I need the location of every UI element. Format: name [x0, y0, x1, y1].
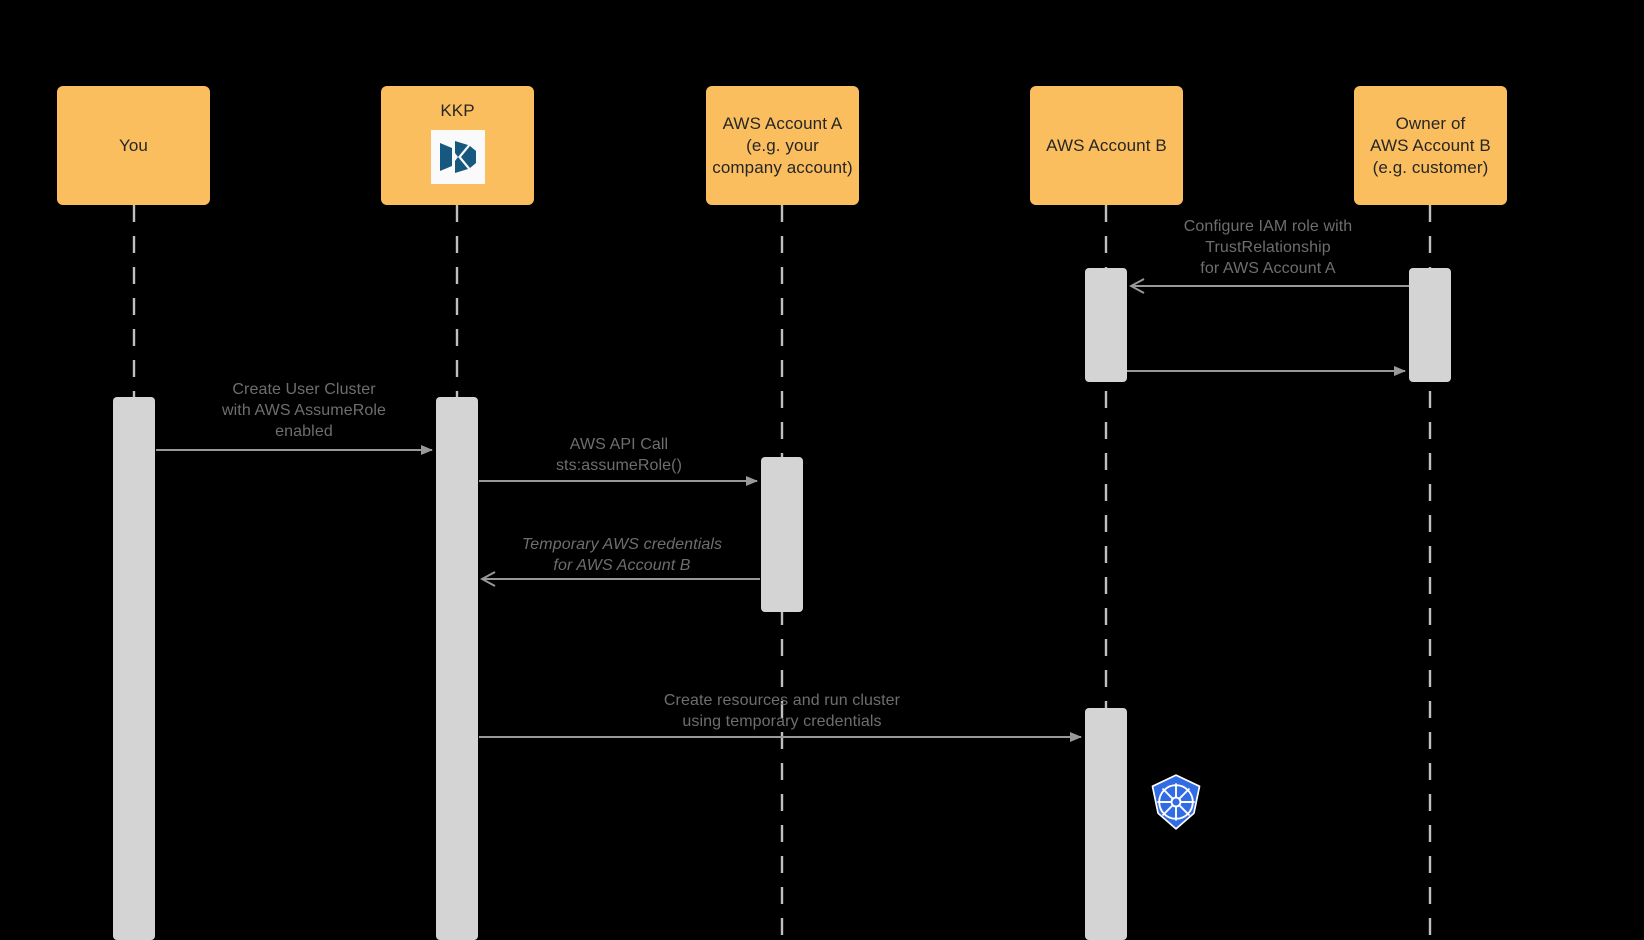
actor-label-owner-aws-account-b: Owner of AWS Account B (e.g. customer) [1370, 113, 1491, 177]
actor-label-aws-account-b: AWS Account B [1046, 135, 1167, 155]
actor-box-owner-aws-account-b[interactable]: Owner of AWS Account B (e.g. customer) [1354, 86, 1507, 205]
activations-group [113, 268, 1451, 940]
message-label-msg-create-user-cluster: Create User Cluster with AWS AssumeRole … [221, 381, 387, 440]
message-label-msg-sts-assumerole: AWS API Call sts:assumeRole() [555, 436, 683, 474]
actor-box-kkp[interactable]: KKP [381, 86, 534, 205]
activation-bar-owner-aws-account-b [1409, 268, 1451, 382]
actor-label-aws-account-a: AWS Account A (e.g. your company account… [712, 113, 853, 177]
message-label-msg-create-resources: Create resources and run cluster using t… [663, 692, 901, 730]
activation-bar-you [113, 397, 155, 940]
message-label-msg-configure-iam: Configure IAM role with TrustRelationshi… [1183, 218, 1353, 277]
activation-bar-aws-account-b [1085, 268, 1127, 382]
actor-box-aws-account-a[interactable]: AWS Account A (e.g. your company account… [706, 86, 859, 205]
kubermatic-logo-icon [430, 130, 485, 184]
activation-bar-aws-account-b [1085, 708, 1127, 940]
actor-label-kkp: KKP [440, 101, 475, 120]
actor-box-aws-account-b[interactable]: AWS Account B [1030, 86, 1183, 205]
messages-group [156, 286, 1409, 742]
message-label-msg-temp-credentials: Temporary AWS credentials for AWS Accoun… [521, 536, 723, 574]
actor-box-you[interactable]: You [57, 86, 210, 205]
actor-label-you: You [119, 135, 148, 155]
kubernetes-helm-icon [1148, 774, 1204, 830]
activation-bar-aws-account-a [761, 457, 803, 612]
activation-bar-kkp [436, 397, 478, 940]
